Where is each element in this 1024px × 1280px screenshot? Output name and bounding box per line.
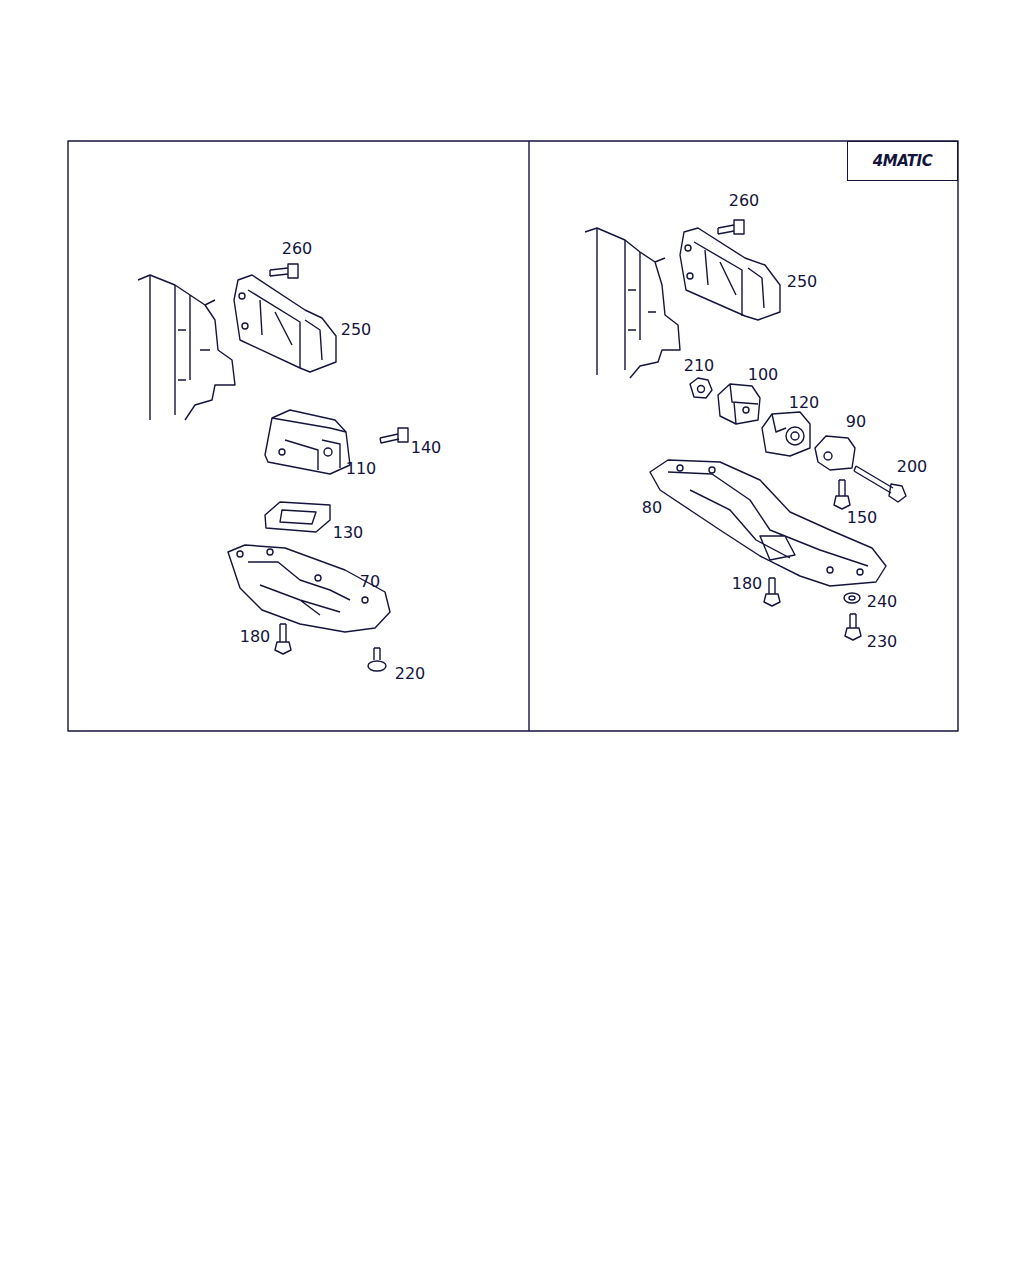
callout-number: 130 (333, 525, 364, 541)
callout-number: 120 (789, 395, 820, 411)
bolt (764, 578, 780, 606)
crossmember (228, 545, 390, 632)
callout-number: 230 (867, 634, 898, 650)
panel-frame (68, 141, 958, 731)
bolt (368, 648, 386, 671)
callout-number: 210 (684, 358, 715, 374)
bolt (845, 614, 861, 640)
callout-number: 240 (867, 594, 898, 610)
callout-number: 180 (732, 576, 763, 592)
transmission-bracket (234, 275, 336, 372)
callout-number: 200 (897, 459, 928, 475)
variant-badge: 4MATIC (847, 141, 958, 181)
crossmember (650, 460, 886, 586)
callout-number: 180 (240, 629, 271, 645)
panel-divider (528, 141, 529, 731)
callout-number: 110 (346, 461, 377, 477)
callout-number: 70 (360, 574, 380, 590)
callout-number: 150 (847, 510, 878, 526)
transmission-housing (138, 275, 235, 420)
callout-number: 140 (411, 440, 442, 456)
rubber-mount (762, 412, 810, 456)
washer (844, 593, 860, 603)
callout-number: 260 (729, 193, 760, 209)
bolt (380, 428, 408, 443)
rubber-mount (718, 384, 760, 424)
bolt (718, 220, 744, 234)
badge-text: 4MATIC (873, 152, 932, 170)
callout-number: 100 (748, 367, 779, 383)
transmission-bracket (680, 228, 780, 320)
bolt (275, 624, 291, 654)
callout-number: 80 (642, 500, 662, 516)
transmission-mount (265, 410, 350, 474)
bolt (834, 480, 850, 509)
callout-number: 250 (341, 322, 372, 338)
nut (690, 378, 712, 398)
callout-number: 250 (787, 274, 818, 290)
bolt (270, 264, 298, 278)
transmission-housing (585, 228, 680, 378)
callout-number: 260 (282, 241, 313, 257)
rubber-mount (815, 436, 855, 470)
mounting-plate (265, 502, 330, 532)
callout-number: 90 (846, 414, 866, 430)
callout-number: 220 (395, 666, 426, 682)
